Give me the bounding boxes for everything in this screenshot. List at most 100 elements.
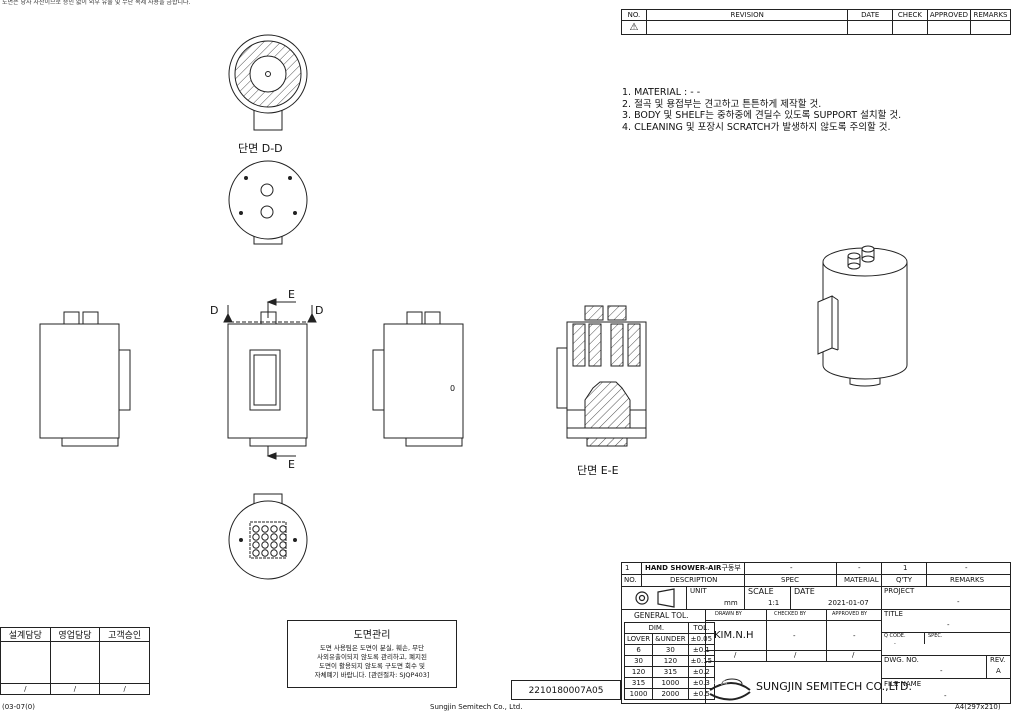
bom-remarks: - — [965, 564, 968, 572]
drawer-name: KIM.N.H — [714, 630, 754, 641]
title-value: - — [947, 621, 950, 629]
rev-cell — [645, 20, 849, 35]
nozzle-hole — [279, 549, 287, 557]
scale-value: 1:1 — [768, 599, 780, 607]
tol-cell: 120 — [652, 655, 689, 667]
drawing-management-title: 도면관리 — [353, 630, 391, 641]
tol-cell: 6 — [623, 644, 654, 656]
nozzle-hole — [279, 533, 287, 541]
drawing-management-box: 도면관리 도면 사용팀은 도면이 분실, 훼손, 무단 사외유출이되지 않도록 … — [287, 620, 457, 688]
company-name: SUNGJIN SEMITECH CO.,LTD. — [756, 680, 912, 693]
sign-cell — [99, 641, 150, 684]
q-code-value: - — [894, 641, 896, 647]
bottom-view — [228, 493, 308, 580]
nozzle-hole — [252, 533, 260, 541]
drawing-management-line: 도면이 활용되지 않도록 구도면 회수 및 — [318, 662, 425, 670]
notes: 1. MATERIAL : - - 2. 절곡 및 용접부는 견고하고 튼튼하게… — [622, 87, 901, 133]
isometric-view — [817, 245, 908, 387]
tol-under-header: &UNDER — [652, 633, 689, 645]
project-value: - — [957, 598, 960, 606]
nozzle-hole — [252, 525, 260, 533]
drawing-id: 2210180007A05 — [528, 686, 604, 696]
tol-cell: 2000 — [652, 688, 689, 700]
approver-name: - — [853, 632, 856, 640]
general-tol-label: GENERAL TOL. — [634, 611, 689, 620]
unit-value: mm — [724, 599, 738, 607]
note-3: 3. BODY 및 SHELF는 중하중에 견딜수 있도록 SUPPORT 설치… — [622, 110, 902, 121]
footer-center: Sungjin Semitech Co., Ltd. — [430, 703, 523, 711]
section-ee-label: 단면 E-E — [577, 464, 619, 477]
left-view — [39, 311, 131, 447]
checked-by-label: CHECKED BY — [774, 611, 806, 617]
approved-date: / — [852, 651, 855, 659]
tol-over-header: LOVER — [623, 633, 654, 645]
nozzle-hole — [261, 549, 269, 557]
tol-cell: 315 — [652, 666, 689, 678]
top-notice: 도면은 당사 자산이므로 승인 없이 외부 유출 및 무단 복제 사용을 금합니… — [2, 0, 191, 6]
nozzle-hole — [252, 541, 260, 549]
bom-header-description: DESCRIPTION — [670, 576, 718, 584]
tol-dim-header: DIM. — [624, 622, 689, 634]
note-4: 4. CLEANING 및 포장시 SCRATCH가 발생하지 않도록 주의할 … — [622, 121, 891, 133]
nozzle-hole — [261, 533, 269, 541]
cut-marker-e-bottom: E — [288, 458, 295, 471]
bom-header-no: NO. — [624, 576, 637, 584]
revision-table: NO. REVISION DATE CHECK APPROVED REMARKS… — [621, 9, 1011, 35]
drawn-date: / — [734, 651, 737, 659]
rev-value: A — [996, 667, 1001, 675]
nozzle-hole — [270, 549, 278, 557]
note-2: 2. 절곡 및 용접부는 견고하고 튼튼하게 제작할 것. — [622, 98, 822, 110]
tol-cell: ±0.2 — [687, 666, 716, 678]
cut-marker-d-right: D — [315, 304, 324, 317]
top-view — [228, 160, 308, 245]
tol-cell: ±0.15 — [687, 655, 716, 667]
bom-header-qty: Q'TY — [896, 576, 912, 584]
tol-cell: 315 — [623, 677, 654, 689]
file-name-label: FILE NAME — [884, 680, 922, 688]
drawn-by-label: DRAWN BY — [715, 611, 742, 617]
nozzle-hole — [261, 525, 269, 533]
tol-cell: 1000 — [623, 688, 654, 700]
nozzle-hole — [270, 533, 278, 541]
footer-left: (03-07(0) — [2, 703, 35, 711]
checker-name: - — [793, 632, 796, 640]
drawing-id-box: 2210180007A05 — [511, 680, 621, 700]
sign-date: / — [99, 683, 150, 695]
cut-marker-d-left: D — [210, 304, 219, 317]
warning-icon: ⚠ — [621, 20, 647, 35]
tol-cell: ±0.3 — [687, 677, 716, 689]
bom-description: HAND SHOWER-AIR — [645, 564, 722, 572]
bom-header-spec: SPEC — [781, 576, 799, 584]
unit-label: UNIT — [690, 587, 707, 595]
q-code-label: Q CODE. — [884, 633, 906, 639]
dwg-no-label: DWG. NO. — [884, 656, 919, 664]
bom-description-suffix: 구동부 — [721, 564, 741, 572]
rev-label: REV. — [990, 656, 1006, 664]
bom-no: 1 — [625, 564, 630, 572]
nozzle-hole — [252, 549, 260, 557]
checked-date: / — [794, 651, 797, 659]
logo-text: SUNGJIN — [710, 680, 727, 685]
bom-qty: 1 — [903, 564, 908, 572]
date-value: 2021-01-07 — [828, 599, 869, 607]
spec-label: SPEC. — [928, 633, 943, 639]
tol-first: ±0.05 — [687, 633, 716, 645]
nozzle-hole — [279, 541, 287, 549]
tol-cell: 30 — [652, 644, 689, 656]
bom-header-material: MATERIAL — [844, 576, 879, 584]
rev-cell — [926, 20, 971, 35]
tol-tol-header: TOL. — [687, 622, 716, 634]
cut-marker-e-top: E — [288, 288, 295, 301]
section-dd-view — [228, 34, 308, 131]
dwg-no-value: - — [940, 667, 943, 675]
scale-label: SCALE — [748, 587, 774, 596]
title-label: TITLE — [884, 610, 903, 618]
project-label: PROJECT — [884, 587, 915, 595]
front-view — [223, 298, 317, 460]
sign-cell — [0, 641, 51, 684]
approved-by-label: APPROVED BY — [832, 611, 868, 617]
